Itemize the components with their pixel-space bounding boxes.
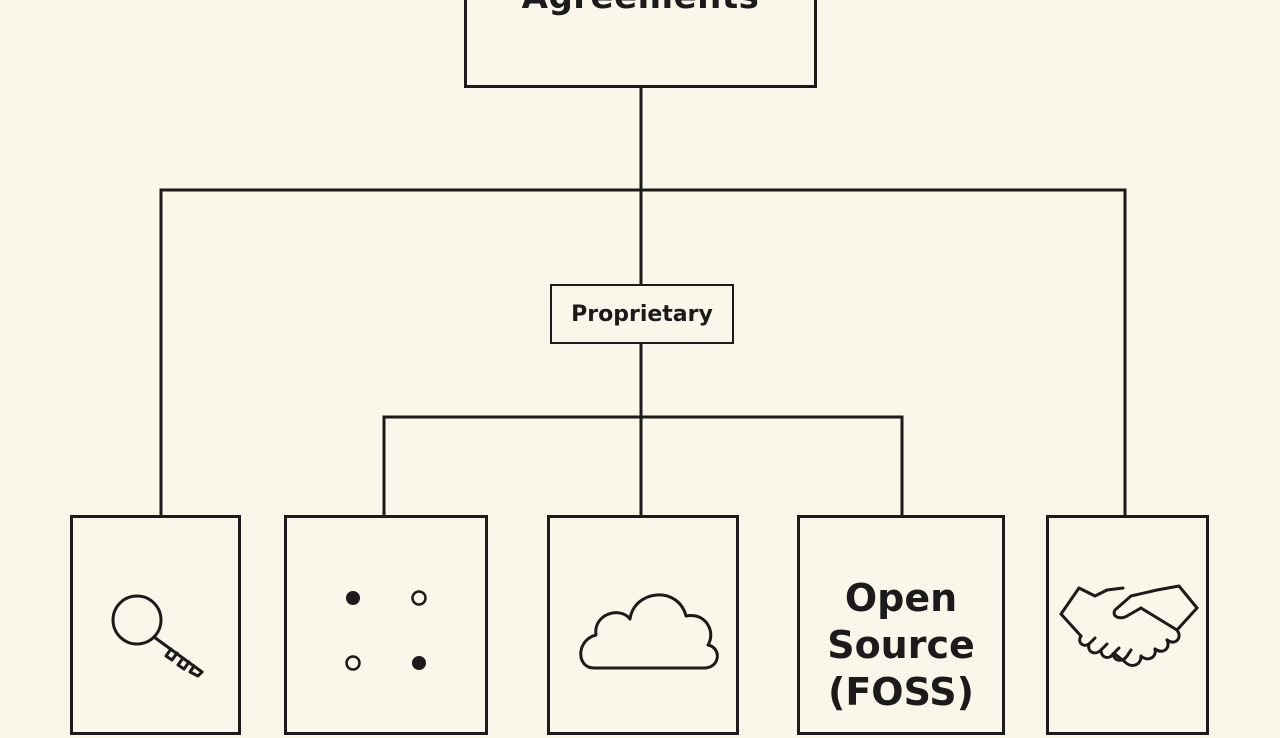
four-dots-icon — [345, 590, 427, 671]
license-tree-diagram: Agreements Proprietary Open — [70, 0, 1209, 735]
foss-label: Open Source (FOSS) — [800, 575, 1002, 716]
handshake-icon — [1059, 584, 1199, 667]
foss-label-line-3: (FOSS) — [827, 670, 975, 714]
proprietary-node: Proprietary — [550, 284, 734, 344]
leaf-dots — [284, 515, 488, 735]
leaf-handshake — [1046, 515, 1209, 735]
leaf-key — [70, 515, 241, 735]
foss-label-line-1: Open — [844, 576, 958, 620]
key-icon — [111, 594, 204, 678]
foss-label-line-2: Source — [827, 623, 975, 667]
leaf-cloud — [547, 515, 739, 735]
connector-lines — [159, 86, 1127, 517]
root-node: Agreements — [464, 0, 817, 88]
root-title: Agreements — [467, 0, 814, 17]
leaf-foss: Open Source (FOSS) — [797, 515, 1005, 735]
cloud-icon — [579, 593, 719, 670]
